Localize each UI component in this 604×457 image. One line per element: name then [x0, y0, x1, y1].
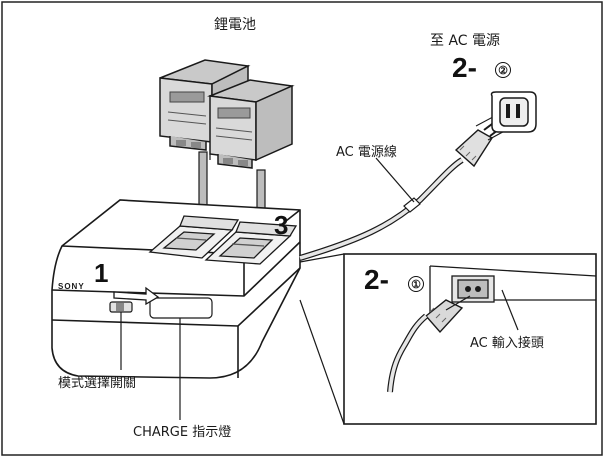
battery-right	[207, 79, 295, 169]
step-1-number: 1	[94, 258, 109, 288]
label-mode-switch: 模式選擇開關	[58, 376, 137, 391]
slide-arrow	[113, 286, 160, 306]
step-3-number: 3	[274, 210, 289, 240]
leader-ac-input	[501, 289, 519, 331]
step-2-circle-2: ②	[495, 62, 511, 78]
inset-callout-lines	[299, 253, 345, 425]
ac-power-cord	[299, 157, 464, 261]
label-charge-lamp: CHARGE 指示燈	[133, 425, 232, 440]
sony-logo: SONY	[58, 282, 85, 291]
connector-arrow	[445, 295, 471, 311]
wall-outlet	[490, 91, 537, 133]
label-battery: 鋰電池	[214, 17, 256, 33]
step-2-inset: 2-	[364, 264, 389, 295]
inset-ac-connector	[387, 299, 464, 393]
label-ac-power-cord: AC 電源線	[336, 145, 397, 160]
charging-bays	[148, 215, 298, 265]
leader-ac-cord	[375, 157, 415, 203]
inset-charger-rear	[429, 265, 597, 320]
step-2-circle-1: ①	[408, 276, 424, 292]
label-ac-input-connector: AC 輸入接頭	[470, 336, 544, 351]
label-to-ac-power: 至 AC 電源	[430, 33, 501, 49]
step-2-main: 2-	[452, 52, 477, 83]
